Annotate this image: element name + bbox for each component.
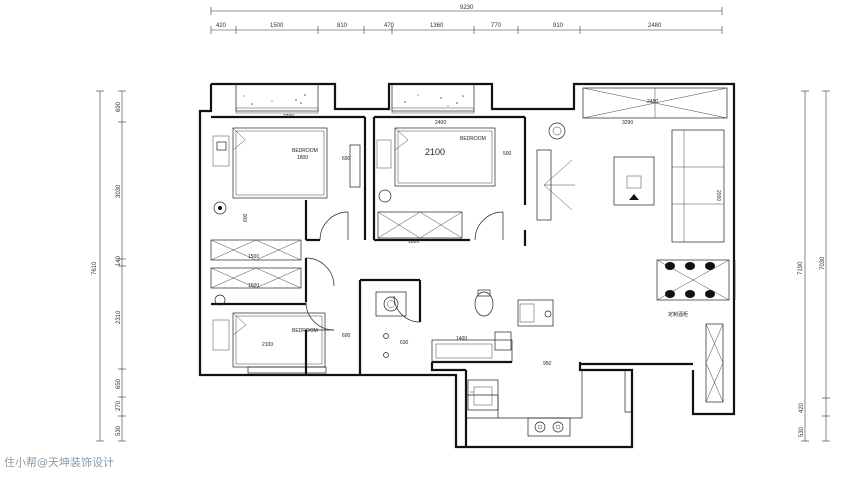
dim-left-seg-2: 3030	[116, 184, 122, 198]
bath-cabinet	[517, 299, 554, 327]
dim-top-seg-1: 420	[216, 23, 227, 29]
bath-vanity	[431, 339, 513, 363]
bedroom3-bed-size: 2100	[262, 342, 273, 348]
closets: 1500 1500	[210, 239, 335, 331]
kitchen: 950	[466, 361, 583, 437]
bedroom1-door-swing	[319, 211, 349, 241]
dim-right-inner: 7030	[820, 256, 826, 270]
dim-top-seg-5: 1360	[430, 23, 444, 29]
bedroom-3: BEDROOM 2100 690	[212, 294, 351, 374]
sofa-length: 2000	[715, 190, 721, 201]
plant-icon	[548, 122, 566, 140]
sofa	[671, 129, 725, 243]
bath-door-swing	[393, 295, 421, 323]
burner-left-icon	[534, 421, 546, 433]
bedroom3-window	[247, 366, 327, 374]
balcony-right: 2480	[582, 87, 728, 119]
dim-right-seg-2: 530	[799, 426, 805, 437]
lamp-icon	[213, 201, 227, 215]
balcony-left: 2790	[235, 83, 319, 120]
bedroom2-wardrobe	[377, 211, 463, 239]
bedroom2-bed-label: BEDROOM	[460, 136, 486, 142]
bath-vanity-width: 1400	[456, 336, 467, 342]
closet-upper-width: 1500	[248, 254, 259, 260]
left-dimension-chain: 7610 690 3030 140 2310 650 270 530	[92, 90, 126, 442]
dining-chairs	[665, 262, 715, 298]
dim-left-seg-3: 140	[116, 255, 122, 266]
exterior-walls	[198, 82, 736, 449]
dim-left-seg-7: 530	[116, 425, 122, 436]
bedroom2-wardrobe-width: 1800	[408, 239, 419, 245]
dim-left-seg-1: 690	[116, 101, 122, 112]
dim-right-total: 7190	[798, 261, 804, 275]
bedroom-2: 2400 BEDROOM 2100 500 1800	[376, 120, 512, 245]
bedroom1-bed-size: 1800	[297, 155, 308, 161]
bedroom1-desk	[349, 144, 361, 188]
custom-cabinet-label: 定制酒柜	[668, 311, 688, 318]
balcony-middle	[391, 83, 475, 114]
bed-2	[394, 127, 496, 187]
bedroom2-ceiling: 2100	[425, 147, 445, 157]
living-width: 3290	[622, 120, 633, 126]
bedroom1-wardrobe-depth: 600	[243, 213, 249, 222]
dim-left-seg-6: 270	[116, 400, 122, 411]
dim-top-seg-2: 1500	[270, 23, 284, 29]
lamp-3-icon	[214, 294, 226, 306]
right-dimension-chain: 7190 7030 420 530	[798, 90, 830, 442]
interior-walls	[211, 115, 527, 375]
nightstand-1	[212, 135, 230, 167]
bathroom: 630 1400	[375, 289, 554, 363]
top-dimension-chain: 9230 420 1500 810 470 1360 770 910 2480	[210, 5, 723, 34]
dining-area: 定制酒柜	[656, 259, 736, 403]
bedroom1-side-dim: 690	[342, 156, 351, 162]
bed-3	[232, 312, 326, 368]
drain-icon	[383, 333, 389, 339]
nightstand-3	[212, 319, 230, 351]
lamp-2-icon	[378, 189, 392, 203]
burner-right-icon	[552, 421, 564, 433]
watermark-text: 住小帮@天坤装饰设计	[4, 455, 114, 469]
custom-cabinet	[705, 323, 724, 403]
bed-1	[232, 127, 328, 199]
toilet	[474, 291, 494, 317]
bath-small-dim: 630	[400, 340, 409, 346]
bedroom3-bed-label: BEDROOM	[292, 328, 318, 334]
balcony-right-width: 2480	[647, 99, 658, 105]
hall-door-swing	[305, 257, 335, 287]
bedroom2-width: 2400	[435, 120, 446, 126]
dim-left-seg-4: 2310	[116, 310, 122, 324]
dim-top-seg-3: 810	[337, 23, 348, 29]
coffee-table	[613, 156, 655, 206]
nightstand-2	[376, 139, 392, 169]
living-room: 3290 2000	[536, 120, 725, 243]
dim-top-seg-4: 470	[384, 23, 395, 29]
washing-machine	[375, 291, 407, 317]
bedroom-1: BEDROOM 1800 690 600	[212, 127, 361, 241]
dim-top-seg-6: 770	[491, 23, 502, 29]
bedroom2-door-swing	[474, 211, 504, 241]
kitchen-width: 950	[543, 361, 552, 367]
dim-top-seg-7: 910	[553, 23, 564, 29]
bedroom3-side-dim: 690	[342, 333, 351, 339]
dim-left-seg-5: 650	[116, 378, 122, 389]
dim-left-total: 7610	[92, 261, 98, 275]
cooktop	[527, 417, 571, 437]
dining-table	[656, 259, 730, 301]
dim-top-total: 9230	[460, 5, 474, 11]
closet-lower-width: 1500	[248, 283, 259, 289]
dim-right-seg-1: 420	[799, 402, 805, 413]
bedroom2-side-dim: 500	[503, 151, 512, 157]
bedroom1-bed-label: BEDROOM	[292, 148, 318, 154]
dim-top-seg-8: 2480	[648, 23, 662, 29]
bath-faucet	[494, 331, 512, 351]
